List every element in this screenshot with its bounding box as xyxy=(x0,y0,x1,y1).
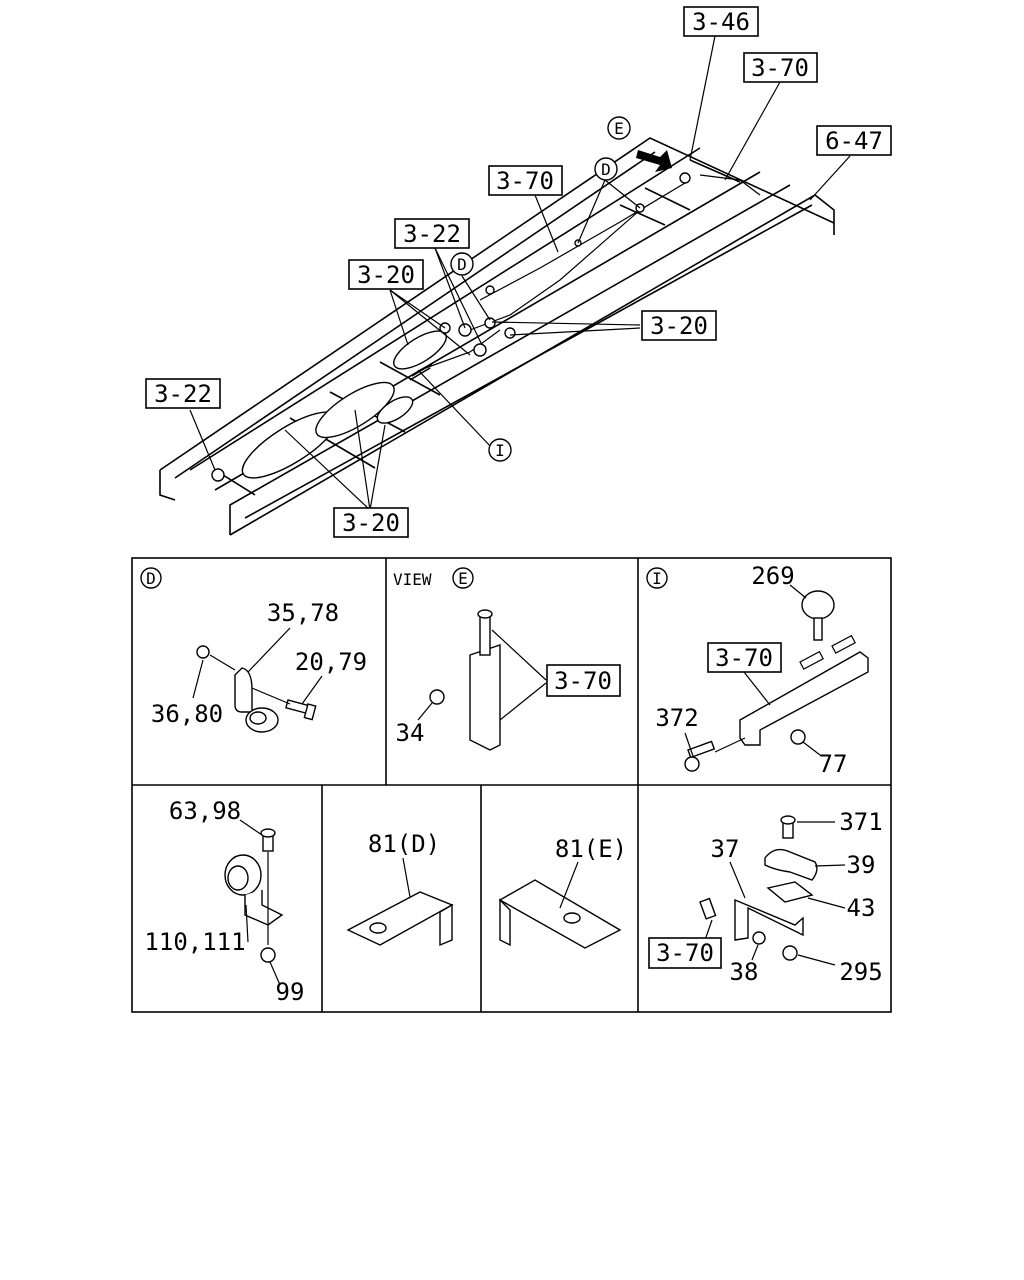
detail-grid-borders xyxy=(131,557,892,1013)
label-37: 37 xyxy=(711,835,740,863)
ref-6-47[interactable]: 6-47 xyxy=(816,125,892,156)
overview-leader-lines xyxy=(189,35,851,511)
label-20-79: 20,79 xyxy=(295,648,367,676)
panel-bracket-81-d: 81(D) xyxy=(346,830,454,947)
label-81-e: 81(E) xyxy=(555,835,627,863)
panel-i-ref-3-70[interactable]: 3-70 xyxy=(707,642,782,673)
panel-view-e: VIEW E 34 3-70 xyxy=(393,567,621,751)
panel-d-marker: D xyxy=(146,569,156,588)
label-372: 372 xyxy=(655,704,698,732)
label-36-80: 36,80 xyxy=(151,700,223,728)
view-e-caption: VIEW xyxy=(393,570,432,589)
ref-3-70-top-label: 3-70 xyxy=(751,54,809,82)
ref-3-22-top-label: 3-22 xyxy=(403,220,461,248)
svg-text:I: I xyxy=(495,441,505,460)
panel-clip-assembly: 371 37 39 43 38 295 3-70 xyxy=(648,808,883,986)
label-38: 38 xyxy=(730,958,759,986)
marker-e-overview: E xyxy=(607,116,631,140)
label-269: 269 xyxy=(751,562,794,590)
panel-d: D 35,78 20,79 36,80 xyxy=(140,567,367,733)
label-43: 43 xyxy=(847,894,876,922)
ref-3-20-right[interactable]: 3-20 xyxy=(641,310,717,341)
view-e-ref-3-70[interactable]: 3-70 xyxy=(546,664,621,697)
ref-3-20-bottom[interactable]: 3-20 xyxy=(333,507,409,538)
panel-i-ref-label: 3-70 xyxy=(715,644,773,672)
ref-3-20-right-label: 3-20 xyxy=(650,312,708,340)
ref-3-20-top-label: 3-20 xyxy=(357,261,415,289)
panel-i: I 269 3-70 372 77 xyxy=(646,562,869,778)
label-34: 34 xyxy=(396,719,425,747)
ref-3-70-mid[interactable]: 3-70 xyxy=(488,165,563,196)
panel-i-marker: I xyxy=(652,569,662,588)
svg-text:D: D xyxy=(457,255,467,274)
ref-6-47-label: 6-47 xyxy=(825,127,883,155)
marker-d-upper: D xyxy=(594,157,618,181)
panel-br-ref-3-70[interactable]: 3-70 xyxy=(648,937,722,969)
ref-3-70-mid-label: 3-70 xyxy=(496,167,554,195)
label-295: 295 xyxy=(839,958,882,986)
ref-3-46[interactable]: 3-46 xyxy=(683,6,759,37)
view-e-ref-label: 3-70 xyxy=(554,667,612,695)
marker-i-overview: I xyxy=(488,438,512,462)
ref-3-22-left[interactable]: 3-22 xyxy=(145,378,221,409)
svg-text:E: E xyxy=(614,119,624,138)
label-99: 99 xyxy=(276,978,305,1006)
ref-3-46-label: 3-46 xyxy=(692,8,750,36)
chassis-frame-drawing xyxy=(159,137,835,536)
ref-3-20-bottom-label: 3-20 xyxy=(342,509,400,537)
label-39: 39 xyxy=(847,851,876,879)
ref-3-70-top[interactable]: 3-70 xyxy=(743,52,818,83)
label-77: 77 xyxy=(819,750,848,778)
ref-3-22-left-label: 3-22 xyxy=(154,380,212,408)
label-110-111: 110,111 xyxy=(144,928,245,956)
label-371: 371 xyxy=(839,808,882,836)
ref-3-22-top[interactable]: 3-22 xyxy=(394,218,470,249)
panel-br-ref-label: 3-70 xyxy=(656,939,714,967)
panel-clamp: 63,98 110,111 99 xyxy=(144,797,304,1006)
svg-text:D: D xyxy=(601,160,611,179)
view-e-marker: E xyxy=(458,569,468,588)
panel-bracket-81-e: 81(E) xyxy=(498,835,627,949)
label-81-d: 81(D) xyxy=(368,830,440,858)
ref-3-20-top[interactable]: 3-20 xyxy=(348,259,424,290)
marker-d-lower: D xyxy=(450,252,474,276)
label-35-78: 35,78 xyxy=(267,599,339,627)
label-63-98: 63,98 xyxy=(169,797,241,825)
